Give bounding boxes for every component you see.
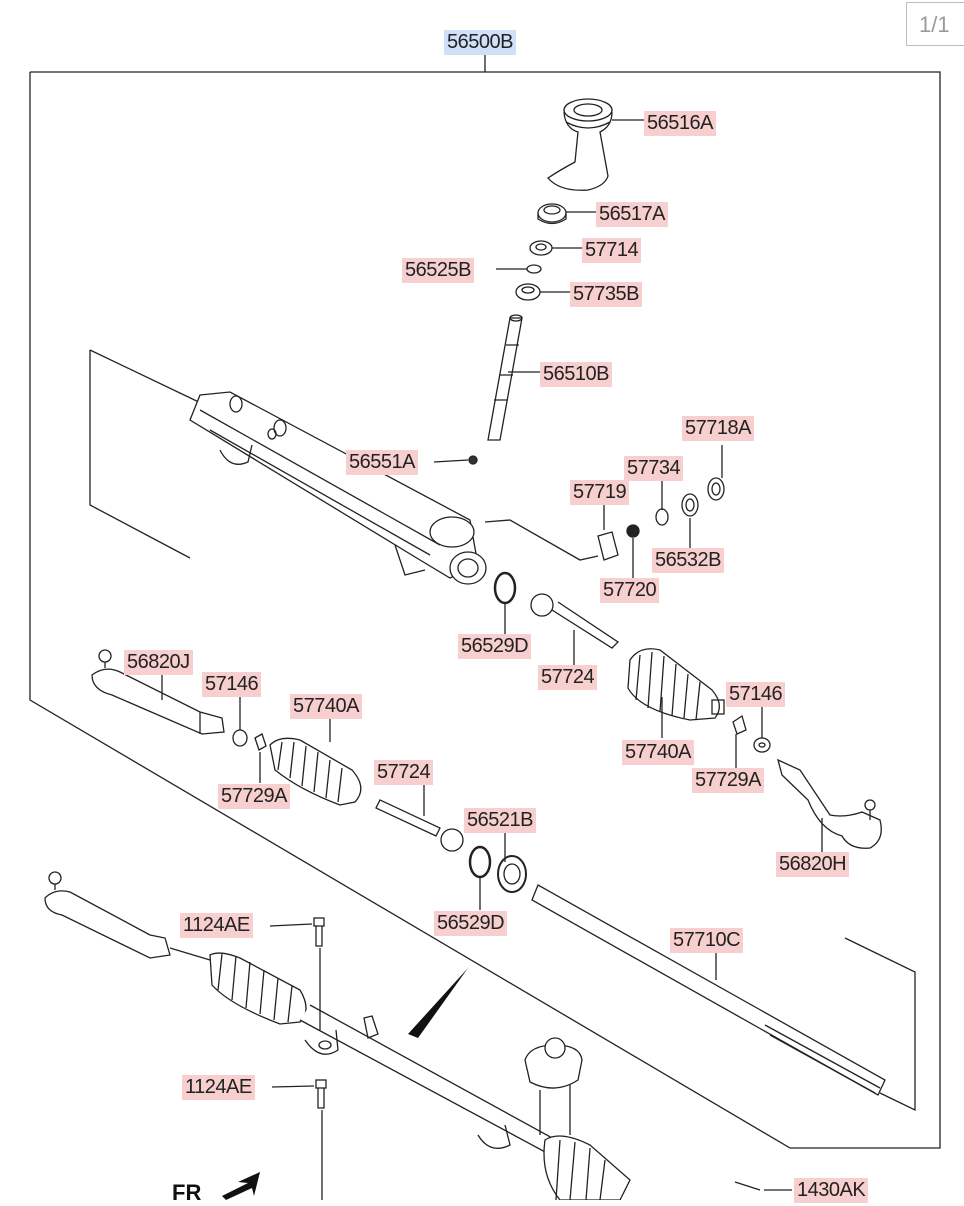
part-label-56521B[interactable]: 56521B [464, 808, 536, 833]
steering-gear-assembly-lower [44, 871, 631, 1200]
part-label-57710C[interactable]: 57710C [670, 928, 744, 953]
nut-57146-left [232, 729, 248, 747]
inner-tie-rod-57724-upper [530, 593, 620, 649]
boot-57740A-right [627, 648, 725, 721]
part-label-56529D-upper[interactable]: 56529D [458, 634, 532, 659]
housing-cover-56516A [547, 98, 613, 191]
part-label-57719[interactable]: 57719 [570, 480, 630, 505]
lock-nut-57718A [707, 477, 725, 501]
rack-housing-upper [189, 391, 487, 585]
part-label-56510B[interactable]: 56510B [540, 362, 612, 387]
bolt-1124AE-lower [315, 1079, 327, 1109]
assembly-frame [29, 52, 941, 1149]
part-label-56517A[interactable]: 56517A [596, 202, 668, 227]
part-label-57740A-left[interactable]: 57740A [290, 694, 362, 719]
ring-56529D-lower [468, 845, 492, 879]
cotter-57729A-right [732, 714, 747, 735]
part-label-57740A-right[interactable]: 57740A [622, 740, 694, 765]
bearing-56521B [497, 855, 527, 893]
inner-tie-rod-57724-lower [375, 799, 464, 852]
forward-arrow [222, 1172, 260, 1200]
breakout-line-upper [89, 349, 206, 559]
bushing-57735B [515, 283, 541, 301]
ball-56551A [468, 455, 478, 465]
part-label-56516A[interactable]: 56516A [644, 111, 716, 136]
nut-56517A [537, 203, 567, 225]
yoke-57719 [597, 531, 619, 561]
tie-rod-end-56820H [777, 758, 882, 849]
link-line [484, 519, 599, 561]
o-ring-57734 [655, 508, 669, 526]
tie-rod-end-56820J [91, 649, 225, 735]
part-label-57724-lower[interactable]: 57724 [374, 760, 434, 785]
part-label-56820H[interactable]: 56820H [776, 852, 850, 877]
part-label-1430AK[interactable]: 1430AK [794, 1178, 869, 1203]
bolt-1124AE-upper [313, 917, 325, 947]
spring-57720 [626, 524, 640, 538]
bolt-stud-1124AE [319, 948, 323, 1200]
part-label-56525B[interactable]: 56525B [402, 258, 474, 283]
nut-56532B [681, 493, 699, 517]
part-label-57714[interactable]: 57714 [582, 238, 642, 263]
nut-57146-right [753, 737, 771, 753]
leader-lines [161, 119, 823, 1191]
part-label-57735B[interactable]: 57735B [570, 282, 642, 307]
direction-label: FR [172, 1180, 202, 1205]
part-label-57729A-right[interactable]: 57729A [692, 768, 764, 793]
pinion-56510B [487, 314, 523, 441]
part-label-57720[interactable]: 57720 [600, 578, 660, 603]
part-label-57724-upper[interactable]: 57724 [538, 665, 598, 690]
part-label-57718A[interactable]: 57718A [682, 416, 754, 441]
part-label-57146-right[interactable]: 57146 [726, 682, 786, 707]
part-label-57734[interactable]: 57734 [624, 456, 684, 481]
rack-bar-57710C [531, 884, 886, 1096]
part-label-56820J[interactable]: 56820J [124, 650, 193, 675]
part-label-56532B[interactable]: 56532B [652, 548, 724, 573]
cotter-57729A-left [254, 733, 267, 751]
ring-56525B [526, 264, 542, 274]
assembly-label-56500B[interactable]: 56500B [444, 30, 516, 55]
breakout-line-lower [844, 937, 916, 1112]
boot-57740A-left [269, 737, 362, 806]
direction-wedge [408, 968, 468, 1038]
part-label-57146-left[interactable]: 57146 [202, 672, 262, 697]
part-label-56551A[interactable]: 56551A [346, 450, 418, 475]
ring-56529D-upper [493, 571, 517, 605]
part-label-57729A-left[interactable]: 57729A [218, 784, 290, 809]
part-label-56529D-lower[interactable]: 56529D [434, 911, 508, 936]
part-label-1124AE-upper[interactable]: 1124AE [180, 913, 253, 938]
bolt-1430AK [734, 1181, 761, 1191]
part-label-1124AE-lower[interactable]: 1124AE [182, 1075, 255, 1100]
page-indicator: 1/1 [906, 2, 964, 46]
bushing-57714 [529, 240, 553, 256]
